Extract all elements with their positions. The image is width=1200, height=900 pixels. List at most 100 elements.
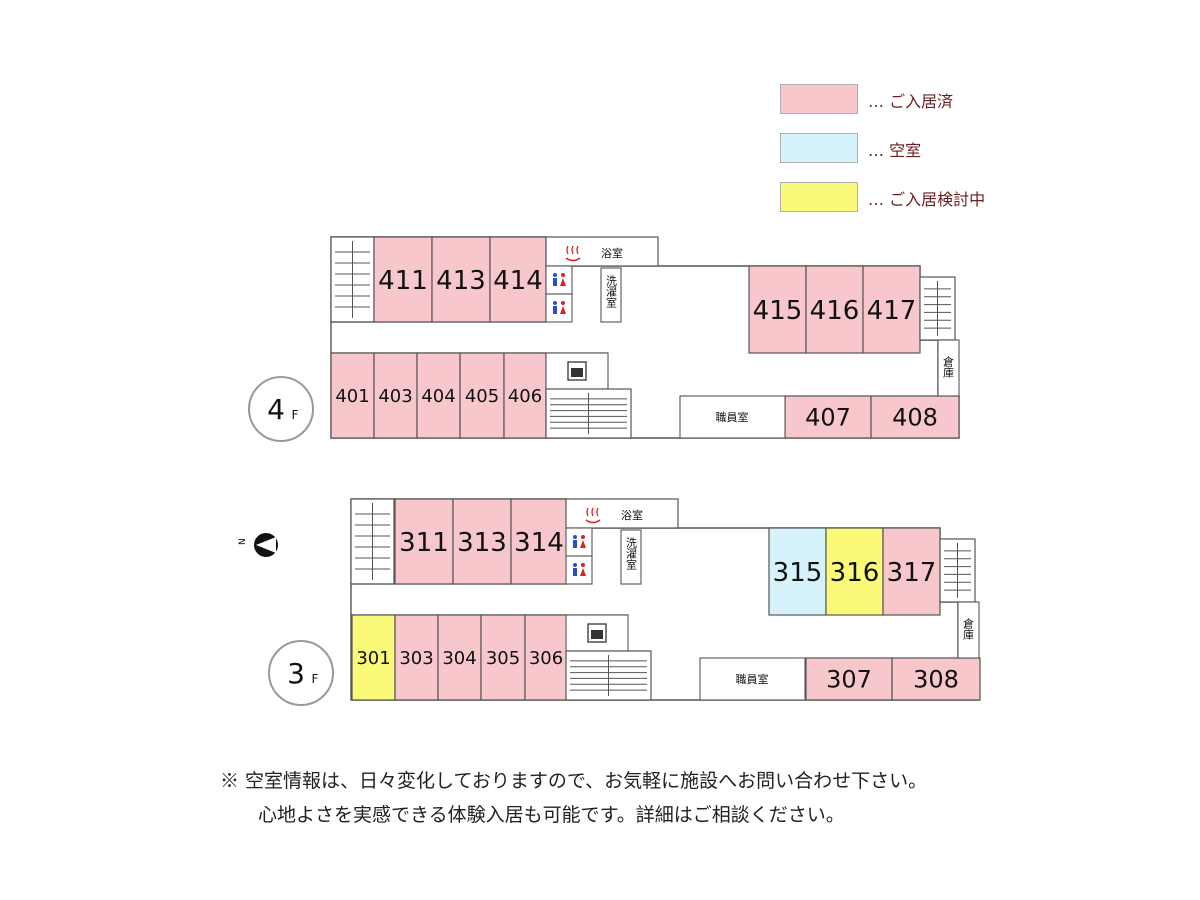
room-number: 301 [356,648,390,669]
room-417-area [862,265,921,354]
stairs-east-icon [919,276,956,341]
room-406-area [503,352,547,439]
north-arrow-icon: N [238,533,278,557]
room-number: 317 [887,558,937,588]
north-label: N [238,538,248,545]
room-number: 405 [465,386,499,407]
legend-swatch-considering [780,182,858,212]
room-number: 411 [378,266,428,296]
storage-room [957,601,980,659]
room-number: 404 [421,386,455,407]
room-number: 407 [805,404,851,432]
floor-badge-unit: F [292,408,299,422]
storage-label: 倉庫 [962,617,975,641]
room-401: 401 [330,352,375,439]
laundry-label: 洗濯室 [625,537,638,570]
room-number: 414 [493,266,543,296]
note-line-2: 心地よさを実感できる体験入居も可能です。詳細はご相談ください。 [258,804,845,826]
room-315: 315 [768,527,827,616]
stairs-east-icon [939,538,976,603]
legend-swatch-occupied [780,84,858,114]
stairs-north-icon [350,498,395,585]
room-number: 313 [457,528,507,558]
room-416-area [805,265,864,354]
restroom-icon [553,273,566,286]
room-403-area [373,352,418,439]
restroom-icon [553,301,566,314]
room-number: 311 [399,528,449,558]
room-411: 411 [373,236,433,323]
bath-label: 浴室 [621,508,643,522]
room-317-area [882,527,941,616]
room-314-area [510,498,568,585]
bath-label: 浴室 [601,246,623,260]
room-303-area [394,614,439,701]
room-403: 403 [373,352,418,439]
laundry-room [620,529,642,585]
room-number: 303 [399,648,433,669]
stairs-center-icon [545,388,632,439]
room-417: 417 [862,265,921,354]
room-316: 316 [825,527,884,616]
room-number: 415 [753,296,803,326]
stairs-north-icon [330,236,375,323]
legend-swatch-vacant [780,133,858,163]
note-line-1: ※ 空室情報は、日々変化しておりますので、お気軽に施設へお問い合わせ下さい。 [220,770,928,792]
room-number: 316 [830,558,880,588]
floor-badge-unit: F [312,672,319,686]
toilet [565,527,593,557]
room-414-area [489,236,547,323]
toilet [545,265,573,295]
room-307: 307 [805,657,893,701]
room-number: 304 [442,648,476,669]
room-413: 413 [431,236,491,323]
room-number: 406 [508,386,542,407]
hot-spring-icon [585,507,601,524]
room-number: 315 [773,558,823,588]
room-313: 313 [452,498,512,585]
room-301: 301 [351,614,396,701]
room-407: 407 [784,395,872,439]
stairs-center-icon [565,650,652,701]
bath-room [545,236,659,267]
elevator-icon [567,361,587,381]
room-317: 317 [882,527,941,616]
toilet [565,555,593,585]
room-401-area [330,352,375,439]
room-407-area [784,395,872,439]
legend-label-vacant: … 空室 [868,141,922,160]
room-313-area [452,498,512,585]
room-number: 401 [335,386,369,407]
room-305-area [480,614,526,701]
room-number: 408 [892,404,938,432]
toilet [545,293,573,323]
laundry-label: 洗濯室 [605,275,618,308]
staff-room [679,395,786,439]
restroom-icon [573,563,586,576]
room-405-area [459,352,505,439]
notes: ※ 空室情報は、日々変化しておりますので、お気軽に施設へお問い合わせ下さい。 心… [220,764,1180,832]
legend-label-considering: … ご入居検討中 [868,190,986,209]
room-307-area [805,657,893,701]
room-404-area [416,352,461,439]
room-408-area [870,395,960,439]
room-number: 306 [529,648,563,669]
room-416: 416 [805,265,864,354]
room-number: 307 [826,666,872,694]
room-314: 314 [510,498,568,585]
bath-room [565,498,679,529]
room-number: 305 [486,648,520,669]
room-number: 403 [378,386,412,407]
room-305: 305 [480,614,526,701]
room-413-area [431,236,491,323]
room-411-area [373,236,433,323]
hot-spring-icon [565,245,581,262]
room-315-area [768,527,827,616]
staff-room-label: 職員室 [736,672,769,686]
room-number: 308 [913,666,959,694]
